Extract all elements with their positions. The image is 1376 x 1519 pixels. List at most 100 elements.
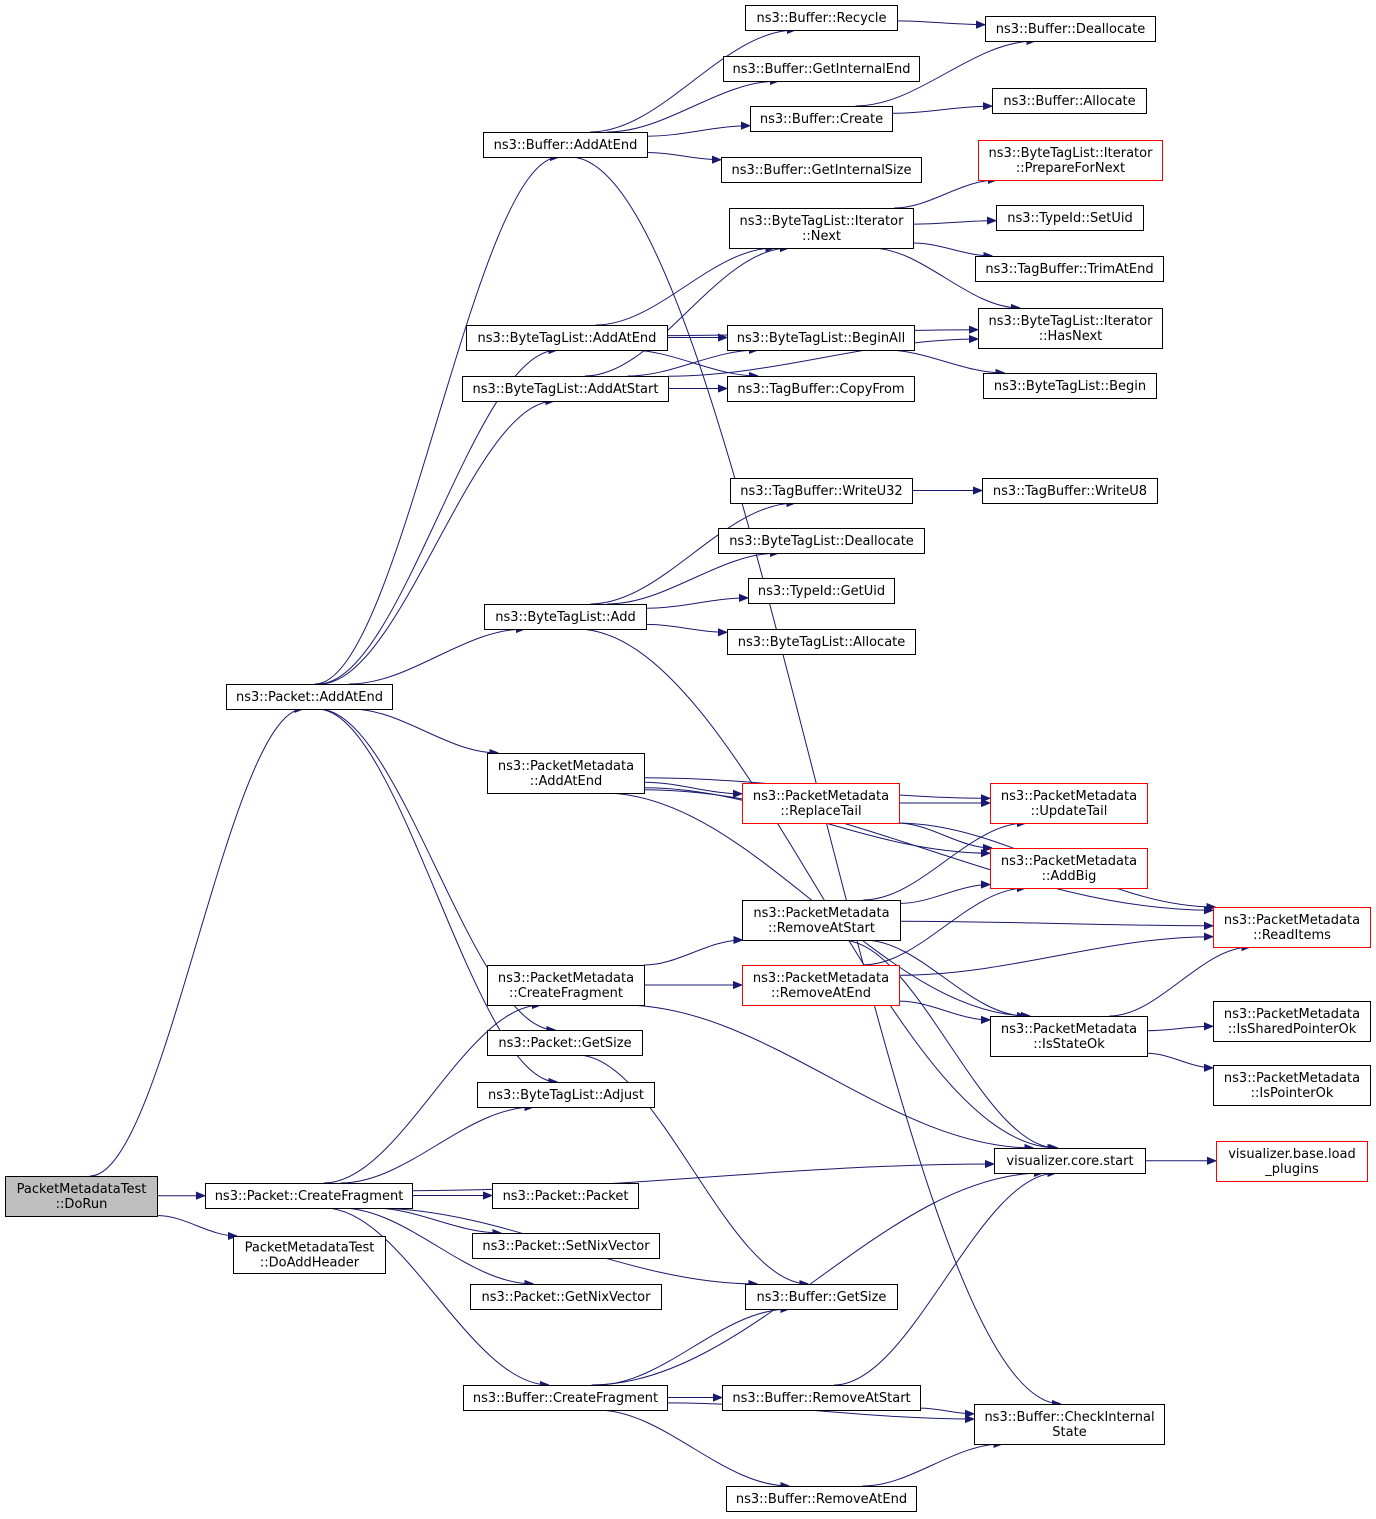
graph-node-pmIsShared[interactable]: ns3::PacketMetadata::IsSharedPointerOk	[1213, 1001, 1371, 1042]
graph-node-pktAddAtEnd[interactable]: ns3::Packet::AddAtEnd	[226, 684, 393, 710]
graph-node-tbCopyFrom[interactable]: ns3::TagBuffer::CopyFrom	[727, 376, 915, 402]
node-box	[472, 1233, 660, 1259]
call-edge-line	[569, 156, 1061, 1404]
graph-node-btlAdd[interactable]: ns3::ByteTagList::Add	[484, 604, 647, 630]
node-box	[463, 1385, 668, 1411]
graph-node-pktSetNix[interactable]: ns3::Packet::SetNixVector	[472, 1233, 660, 1259]
call-edge-bufRemoveAtStart-to-vizStart	[834, 1173, 1056, 1386]
graph-node-typeSetUid[interactable]: ns3::TypeId::SetUid	[996, 205, 1144, 231]
graph-node-bufCreateFragment[interactable]: ns3::Buffer::CreateFragment	[463, 1385, 668, 1411]
graph-node-bufRemoveAtStart[interactable]: ns3::Buffer::RemoveAtStart	[722, 1385, 921, 1411]
call-edge-iterNext-to-typeSetUid	[912, 221, 996, 225]
node-label: ns3::TypeId::SetUid	[1007, 211, 1132, 226]
call-edge-line	[318, 708, 555, 1030]
node-label: ns3::Buffer::GetInternalEnd	[732, 62, 910, 77]
graph-node-btlAddAtStart[interactable]: ns3::ByteTagList::AddAtStart	[462, 376, 669, 402]
graph-node-pktGetSize[interactable]: ns3::Packet::GetSize	[487, 1030, 643, 1056]
node-box	[742, 783, 900, 824]
graph-node-bufDeallocate[interactable]: ns3::Buffer::Deallocate	[985, 16, 1156, 42]
graph-node-bufRemoveAtEnd[interactable]: ns3::Buffer::RemoveAtEnd	[726, 1486, 917, 1512]
call-edge-line	[912, 242, 993, 256]
call-edge-line	[667, 339, 978, 377]
call-edge-line	[896, 20, 985, 25]
call-edge-line	[577, 1054, 808, 1284]
call-edge-bufAddAtEnd-to-bufCheckInternal	[569, 156, 1061, 1404]
graph-node-bufGetInternalEnd[interactable]: ns3::Buffer::GetInternalEnd	[723, 56, 920, 82]
node-label: ns3::PacketMetadata	[1001, 1022, 1137, 1037]
call-edge-iterNext-to-tbTrimAtEnd	[912, 242, 993, 256]
graph-node-pmIsStateOk[interactable]: ns3::PacketMetadata::IsStateOk	[990, 1016, 1148, 1057]
call-edge-pmIsStateOk-to-pmReadItems	[1109, 947, 1250, 1017]
graph-node-iterPrepare[interactable]: ns3::ByteTagList::Iterator::PrepareForNe…	[978, 140, 1163, 181]
node-box	[726, 1486, 917, 1512]
graph-node-pmAddAtEnd[interactable]: ns3::PacketMetadata::AddAtEnd	[487, 753, 645, 794]
graph-node-pmCreateFragment[interactable]: ns3::PacketMetadata::CreateFragment	[487, 965, 645, 1006]
graph-node-vizLoadPlugins[interactable]: visualizer.base.load_plugins	[1216, 1141, 1368, 1182]
graph-node-bufCreate[interactable]: ns3::Buffer::Create	[750, 106, 893, 132]
graph-node-btlDeallocate[interactable]: ns3::ByteTagList::Deallocate	[718, 528, 925, 554]
graph-node-pmUpdateTail[interactable]: ns3::PacketMetadata::UpdateTail	[990, 783, 1148, 824]
call-edge-pmRemoveAtEnd-to-pmReadItems	[898, 937, 1213, 976]
graph-node-iterHasNext[interactable]: ns3::ByteTagList::Iterator::HasNext	[978, 308, 1163, 349]
call-edge-pmAddAtEnd-to-pmReplaceTail	[643, 781, 742, 794]
graph-node-pmIsPointer[interactable]: ns3::PacketMetadata::IsPointerOk	[1213, 1065, 1371, 1106]
node-box	[226, 684, 393, 710]
node-label: ns3::Buffer::AddAtEnd	[494, 138, 638, 153]
graph-node-bufRecycle[interactable]: ns3::Buffer::Recycle	[745, 5, 898, 31]
graph-node-pmAddBig[interactable]: ns3::PacketMetadata::AddBig	[990, 848, 1148, 889]
node-label: ns3::ByteTagList::Iterator	[989, 314, 1154, 329]
call-edge-btlAdd-to-btlAllocate	[645, 623, 727, 632]
graph-node-btlAdjust[interactable]: ns3::ByteTagList::Adjust	[477, 1082, 655, 1108]
graph-node-vizStart[interactable]: visualizer.core.start	[994, 1148, 1146, 1174]
graph-node-tbTrimAtEnd[interactable]: ns3::TagBuffer::TrimAtEnd	[975, 256, 1164, 282]
node-box	[487, 965, 645, 1006]
call-edge-line	[646, 152, 721, 160]
node-box	[1216, 1141, 1368, 1182]
graph-node-bufAddAtEnd[interactable]: ns3::Buffer::AddAtEnd	[483, 132, 648, 158]
graph-node-tbWriteU32[interactable]: ns3::TagBuffer::WriteU32	[730, 478, 913, 504]
call-edge-pmRemoveAtStart-to-pmIsStateOk	[863, 939, 1026, 1016]
node-box	[727, 325, 915, 351]
call-edge-pktGetSize-to-bufGetSize	[577, 1054, 808, 1284]
node-label: ns3::Buffer::RemoveAtStart	[732, 1391, 910, 1406]
call-edge-btlAddAtStart-to-btlBeginAll	[627, 350, 758, 377]
graph-node-pmReplaceTail[interactable]: ns3::PacketMetadata::ReplaceTail	[742, 783, 900, 824]
graph-node-pmRemoveAtEnd[interactable]: ns3::PacketMetadata::RemoveAtEnd	[742, 965, 900, 1006]
graph-node-pktCreateFragment[interactable]: ns3::Packet::CreateFragment	[205, 1183, 413, 1209]
graph-node-root: PacketMetadataTest::DoRun	[5, 1176, 158, 1217]
graph-node-pmReadItems[interactable]: ns3::PacketMetadata::ReadItems	[1213, 907, 1371, 948]
graph-node-btlAddAtEnd[interactable]: ns3::ByteTagList::AddAtEnd	[466, 325, 668, 351]
node-box	[990, 783, 1148, 824]
call-edge-pmIsStateOk-to-pmIsPointer	[1146, 1052, 1213, 1068]
graph-node-pktGetNix[interactable]: ns3::Packet::GetNixVector	[470, 1284, 662, 1310]
call-edge-line	[841, 939, 1057, 1148]
graph-node-bufGetSize[interactable]: ns3::Buffer::GetSize	[745, 1284, 898, 1310]
graph-node-pmRemoveAtStart[interactable]: ns3::PacketMetadata::RemoveAtStart	[742, 900, 901, 941]
graph-node-bufGetInternalSize[interactable]: ns3::Buffer::GetInternalSize	[721, 157, 922, 183]
graph-node-bufAllocate[interactable]: ns3::Buffer::Allocate	[992, 88, 1147, 114]
call-edge-btlAddAtStart-to-iterNext	[584, 248, 789, 377]
graph-node-tbWriteU8[interactable]: ns3::TagBuffer::WriteU8	[982, 478, 1158, 504]
call-edge-pktAddAtEnd-to-pktGetSize	[318, 708, 555, 1030]
graph-node-addHeader[interactable]: PacketMetadataTest::DoAddHeader	[233, 1236, 386, 1274]
node-label: ::IsStateOk	[1033, 1037, 1105, 1052]
call-edge-pmReplaceTail-to-pmAddBig	[896, 822, 992, 848]
node-label: ns3::ByteTagList::Iterator	[740, 214, 905, 229]
graph-node-pktPacket[interactable]: ns3::Packet::Packet	[492, 1183, 639, 1209]
call-edge-root-to-pktAddAtEnd	[90, 709, 303, 1177]
graph-node-btlBeginAll[interactable]: ns3::ByteTagList::BeginAll	[727, 325, 915, 351]
call-edge-line	[576, 628, 1058, 1148]
graph-node-typeGetUid[interactable]: ns3::TypeId::GetUid	[748, 578, 895, 604]
call-edge-line	[584, 248, 789, 377]
call-edge-bufCreate-to-bufAllocate	[891, 106, 992, 114]
call-edge-line	[855, 41, 1036, 107]
graph-node-btlBegin[interactable]: ns3::ByteTagList::Begin	[983, 373, 1157, 399]
call-edge-line	[894, 180, 997, 209]
call-edge-pktAddAtEnd-to-pmAddAtEnd	[350, 708, 499, 753]
node-box	[978, 140, 1163, 181]
node-box	[484, 604, 647, 630]
graph-node-iterNext[interactable]: ns3::ByteTagList::Iterator::Next	[729, 208, 914, 249]
node-label: ns3::Buffer::CreateFragment	[473, 1391, 658, 1406]
graph-node-btlAllocate[interactable]: ns3::ByteTagList::Allocate	[727, 629, 916, 655]
